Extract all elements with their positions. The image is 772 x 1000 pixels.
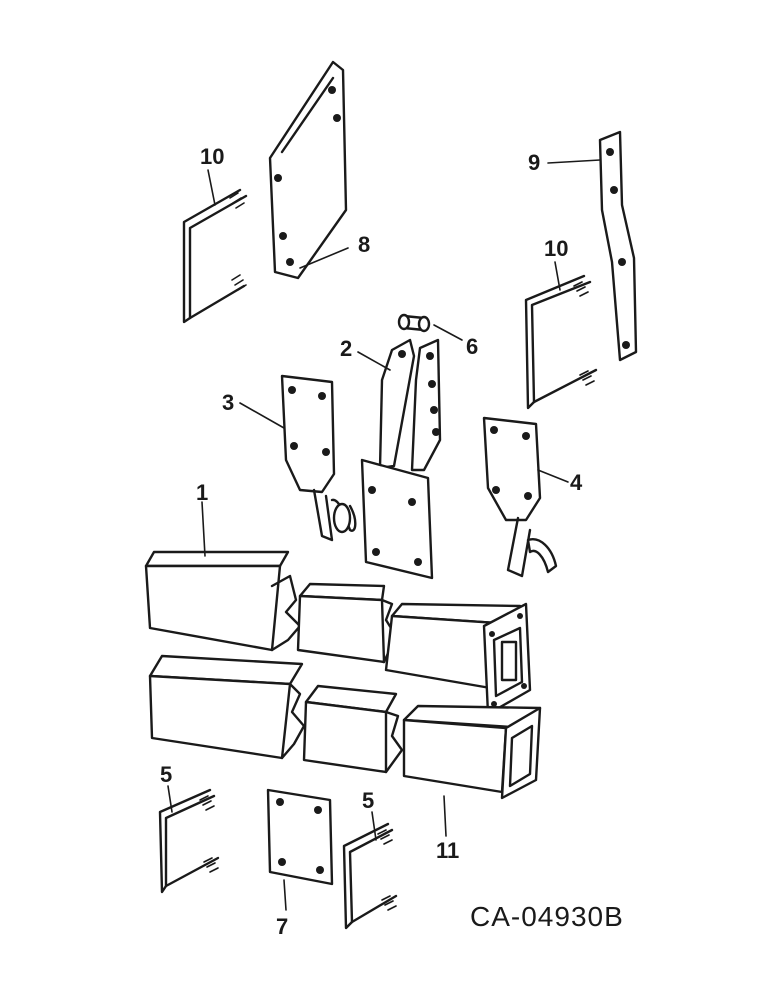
- callout-8: 8: [358, 232, 370, 257]
- callout-7: 7: [276, 914, 288, 939]
- part-1-tube: [144, 501, 532, 716]
- part-6-bushing: [397, 313, 463, 341]
- part-2-bracket: [357, 338, 442, 580]
- part-4-bracket: [482, 416, 569, 578]
- drawing-code: CA-04930B: [470, 901, 624, 932]
- part-5-u-bolt-right: [342, 811, 398, 930]
- part-8-plate: [268, 60, 349, 280]
- callout-4: 4: [570, 470, 583, 495]
- part-11-tube: [148, 654, 542, 837]
- callout-10-left: 10: [200, 144, 224, 169]
- part-9-strap: [547, 130, 638, 362]
- part-5-u-bolt-left: [158, 785, 220, 894]
- callout-3: 3: [222, 390, 234, 415]
- callout-5-left: 5: [160, 762, 172, 787]
- callout-2: 2: [340, 336, 352, 361]
- part-3-bracket: [239, 374, 357, 542]
- callout-11: 11: [436, 838, 459, 863]
- callout-1: 1: [196, 480, 208, 505]
- callout-9: 9: [528, 150, 540, 175]
- callout-10-right: 10: [544, 236, 568, 261]
- callout-5-right: 5: [362, 788, 374, 813]
- callout-6: 6: [466, 334, 478, 359]
- part-10-u-bolt-right: [524, 261, 598, 410]
- part-10-u-bolt-left: [182, 169, 248, 324]
- part-7-plate: [266, 788, 334, 911]
